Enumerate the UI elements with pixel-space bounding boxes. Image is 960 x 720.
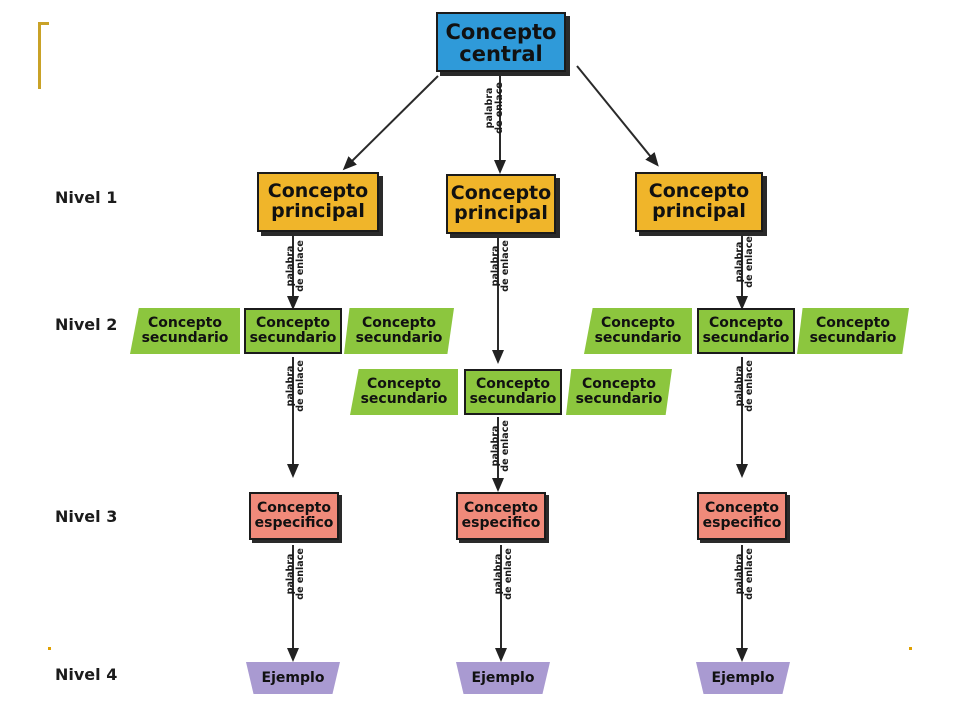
principal-line-2: principal: [271, 200, 365, 222]
example-node-right: Ejemplo: [696, 662, 790, 694]
specific-line-2: especifico: [254, 515, 334, 531]
secondary-line-2: secundario: [360, 391, 448, 407]
central-line-1: Concepto: [445, 19, 557, 44]
specific-line-1: Concepto: [464, 500, 538, 517]
secondary-line-2: secundario: [469, 391, 557, 407]
secondary-line-1: Concepto: [255, 315, 330, 332]
example-node-left: Ejemplo: [246, 662, 340, 694]
link-word-line-2: de enlace: [295, 240, 306, 292]
link-word-line-2: de enlace: [295, 548, 306, 600]
link-word-line-2: de enlace: [744, 236, 755, 288]
central-concept-node: Concepto central: [436, 12, 566, 72]
connector-central-left: [342, 75, 439, 171]
link-word-line-2: de enlace: [744, 360, 755, 412]
secondary-line-1: Concepto: [600, 315, 675, 332]
secondary-line-2: secundario: [355, 330, 443, 346]
example-label: Ejemplo: [711, 669, 775, 686]
level-label-4: Nivel 4: [55, 665, 118, 684]
link-word-line-2: de enlace: [295, 360, 306, 412]
link-word-line-2: de enlace: [494, 82, 505, 134]
secondary-line-1: Concepto: [475, 376, 550, 393]
link-word-line-2: de enlace: [503, 548, 514, 600]
principal-line-1: Concepto: [267, 180, 369, 203]
example-label: Ejemplo: [471, 669, 535, 686]
link-word-line-2: de enlace: [500, 420, 511, 472]
specific-line-1: Concepto: [257, 500, 331, 517]
link-word-line-2: de enlace: [744, 548, 755, 600]
decorative-dot: [48, 647, 51, 650]
secondary-line-2: secundario: [702, 330, 790, 346]
level-label-2: Nivel 2: [55, 315, 118, 334]
secondary-line-2: secundario: [594, 330, 682, 346]
secondary-line-1: Concepto: [147, 315, 222, 332]
secondary-line-2: secundario: [809, 330, 897, 346]
secondary-line-1: Concepto: [815, 315, 890, 332]
link-word-line-2: de enlace: [500, 240, 511, 292]
secondary-line-2: secundario: [141, 330, 229, 346]
level-label-3: Nivel 3: [55, 507, 118, 526]
principal-line-1: Concepto: [648, 180, 750, 203]
decorative-dot: [909, 647, 912, 650]
principal-line-1: Concepto: [450, 182, 552, 205]
specific-line-1: Concepto: [705, 500, 779, 517]
secondary-line-2: secundario: [575, 391, 663, 407]
specific-line-2: especifico: [461, 515, 541, 531]
level-label-1: Nivel 1: [55, 188, 118, 207]
connector-central-right: [576, 65, 659, 167]
secondary-line-1: Concepto: [708, 315, 783, 332]
secondary-line-1: Concepto: [581, 376, 656, 393]
principal-line-2: principal: [454, 202, 548, 224]
central-line-2: central: [459, 42, 543, 66]
principal-line-2: principal: [652, 200, 746, 222]
secondary-line-1: Concepto: [361, 315, 436, 332]
secondary-line-1: Concepto: [366, 376, 441, 393]
secondary-line-2: secundario: [249, 330, 337, 346]
specific-line-2: especifico: [702, 515, 782, 531]
example-node-center: Ejemplo: [456, 662, 550, 694]
example-label: Ejemplo: [261, 669, 325, 686]
title-bracket: [38, 22, 49, 89]
